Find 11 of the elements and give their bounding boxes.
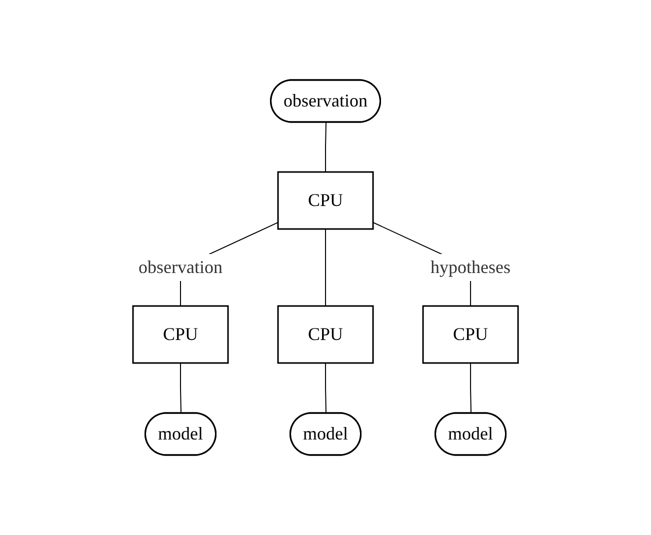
connector: [325, 122, 326, 172]
node-box: CPU: [422, 305, 519, 364]
node-box: CPU: [277, 171, 374, 230]
connector: [325, 362, 326, 414]
connector: [325, 228, 326, 306]
connector: [470, 362, 472, 414]
edge-label: hypotheses: [430, 257, 511, 277]
connector: [180, 362, 182, 414]
node-box: CPU: [132, 305, 229, 364]
node-box: CPU: [277, 305, 374, 364]
edge-label: observation: [138, 257, 222, 277]
